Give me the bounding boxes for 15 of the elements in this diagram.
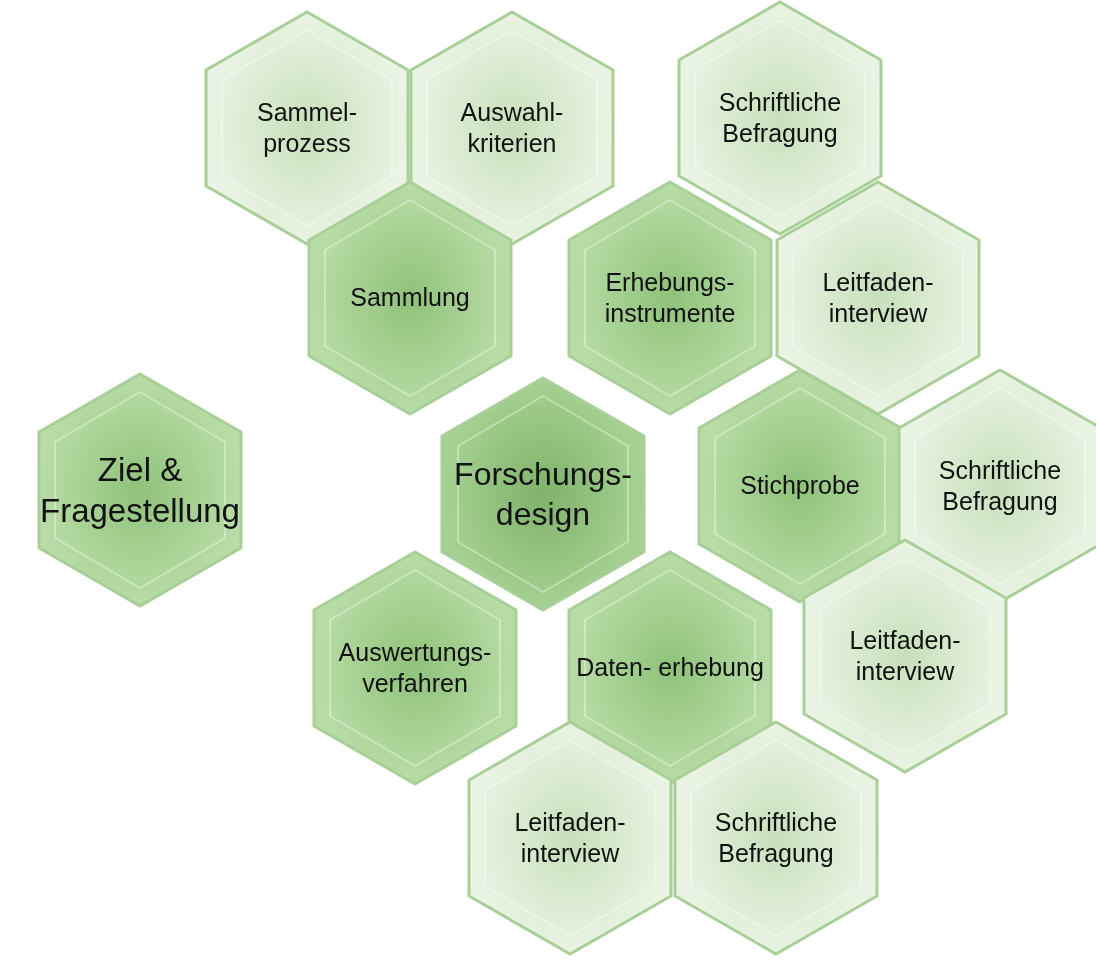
tile-label: Leitfaden- interview (513, 806, 627, 869)
tile-label: Sammel- prozess (256, 96, 358, 159)
tile-label: Ziel & Fragestellung (40, 449, 240, 531)
tile-label: Sammlung (349, 282, 471, 314)
tile-label: Leitfaden- interview (848, 624, 962, 687)
tile-label: Stichprobe (739, 470, 861, 502)
tile-label: Erhebungs- instrumente (603, 266, 737, 329)
tile-label: Schriftliche Befragung (713, 806, 839, 869)
tile-label: Leitfaden- interview (821, 266, 935, 329)
tile-label: Auswahl- kriterien (459, 96, 565, 159)
tile-label: Forschungs- design (453, 455, 633, 534)
tile-label: Daten- erhebung (575, 652, 765, 684)
tile-label: Schriftliche Befragung (717, 86, 843, 149)
tile-label: Auswertungs- verfahren (337, 636, 493, 699)
tile-label: Schriftliche Befragung (937, 454, 1063, 517)
